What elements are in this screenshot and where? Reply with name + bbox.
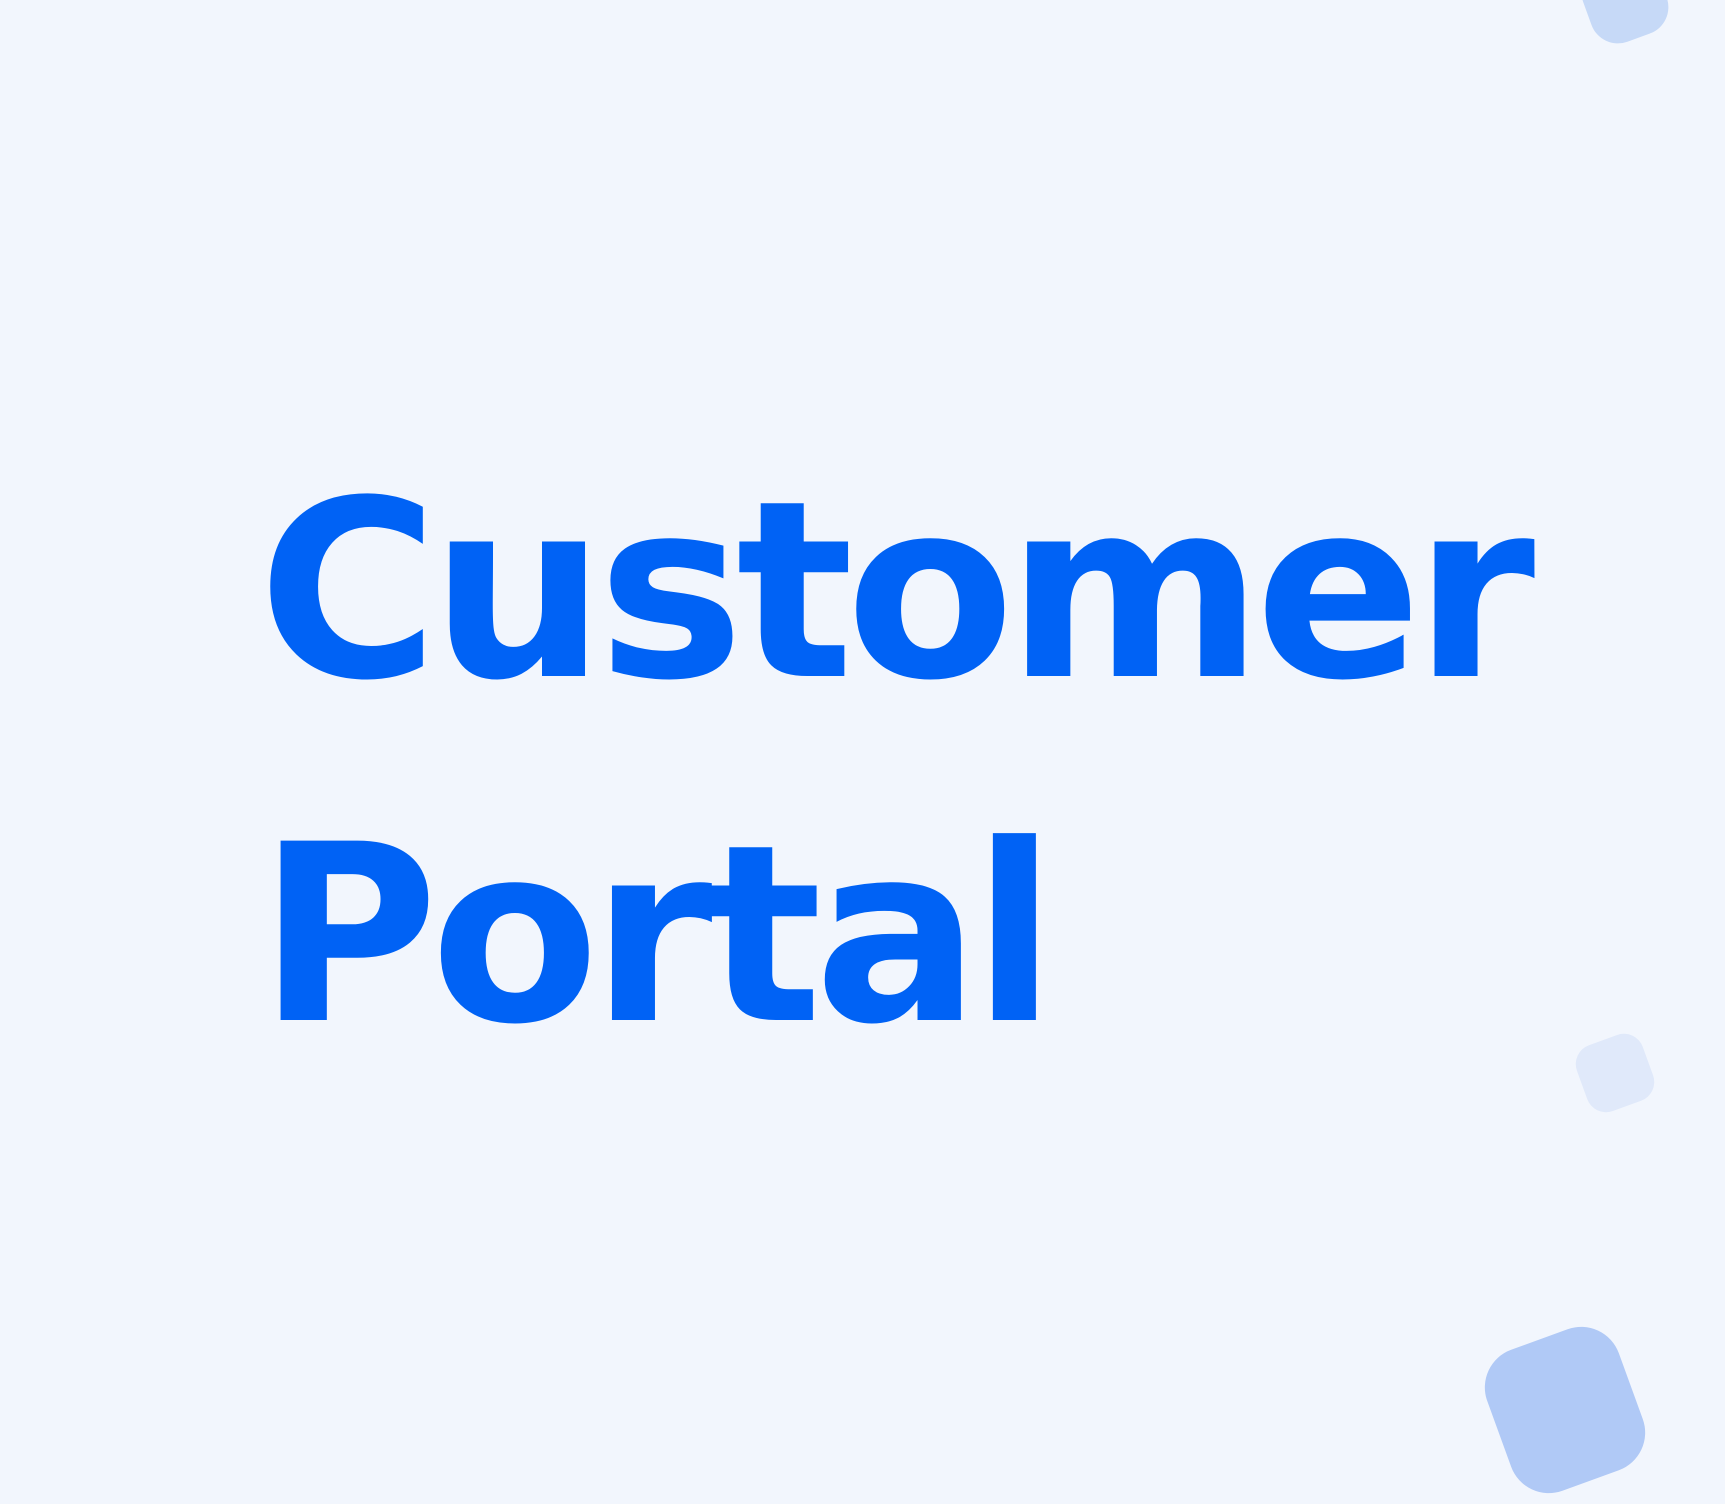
hero-title-line-2: Portal bbox=[258, 793, 1057, 1079]
decorative-shape-bottom bbox=[1473, 1315, 1657, 1504]
hero-title: Customer Portal bbox=[258, 420, 1535, 1108]
hero-title-line-1: Customer bbox=[258, 449, 1535, 735]
decorative-shape-top bbox=[1573, 0, 1677, 52]
decorative-shape-middle bbox=[1570, 1028, 1660, 1118]
